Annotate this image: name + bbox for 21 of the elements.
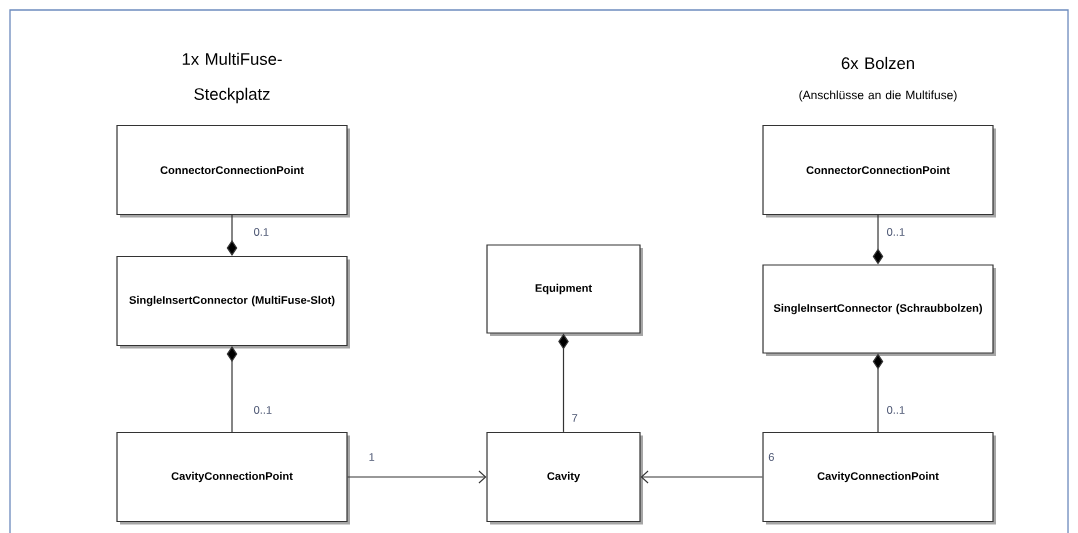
- class-box: CavityConnectionPoint: [116, 431, 350, 525]
- composition-line: [226, 214, 238, 256]
- class-box: Equipment: [486, 244, 643, 336]
- class-box: SingleInsertConnector (Schraubbolzen): [762, 264, 996, 356]
- class-box: ConnectorConnectionPoint: [116, 124, 350, 218]
- heading: 1x MultiFuse-Steckplatz: [182, 52, 282, 104]
- multiplicity-label: 0..1: [885, 226, 907, 238]
- multiplicity-label: 6: [766, 451, 776, 463]
- arrow: [347, 470, 487, 484]
- composition-line: [226, 346, 238, 433]
- multiplicity-label: 1: [367, 451, 377, 463]
- multiplicity-label: 0.1: [252, 226, 271, 238]
- heading: (Anschlüsse an die Multifuse): [799, 90, 957, 102]
- multiplicity-label: 0..1: [252, 404, 274, 416]
- multiplicity-label: 7: [570, 412, 580, 424]
- class-box: SingleInsertConnector (MultiFuse-Slot): [116, 255, 350, 349]
- multiplicity-label: 0..1: [885, 404, 907, 416]
- arrow: [640, 470, 763, 484]
- class-box: Cavity: [486, 431, 643, 525]
- class-box: ConnectorConnectionPoint: [762, 124, 996, 218]
- heading: 6x Bolzen: [841, 56, 914, 70]
